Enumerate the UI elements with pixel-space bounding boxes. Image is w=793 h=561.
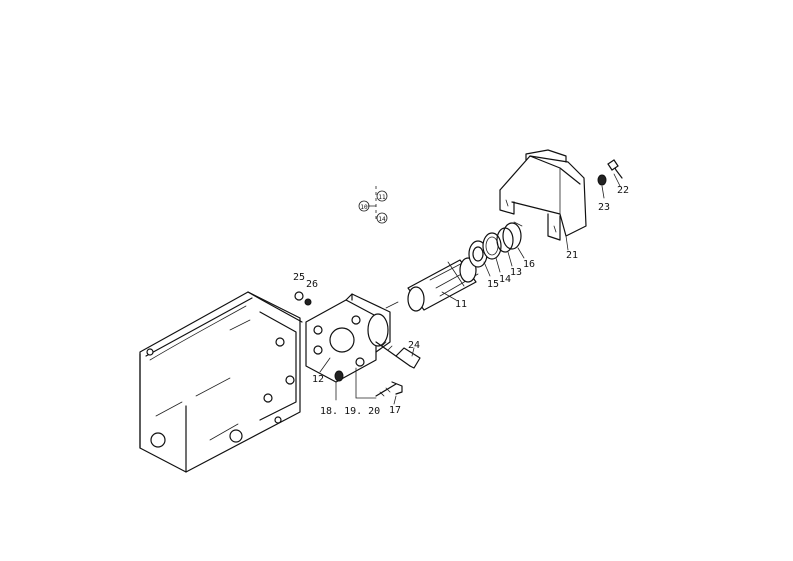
callout-14: 14 (499, 274, 511, 285)
snap-ring-16 (502, 221, 523, 250)
callout-17: 17 (389, 405, 401, 416)
circled-reference-group (358, 186, 388, 224)
callout-21: 21 (566, 250, 578, 261)
circled-ref-top: 11 (378, 194, 386, 201)
bolt-17 (355, 367, 403, 399)
callout-12: 12 (312, 374, 324, 385)
callout-13: 13 (510, 267, 522, 278)
housing-bolt-hole (274, 416, 282, 424)
callout-24: 24 (408, 340, 420, 351)
bolt-22 (607, 159, 623, 179)
circled-ref-bottom: 14 (378, 216, 386, 223)
washer-26 (304, 298, 312, 306)
callout-16: 16 (523, 259, 535, 270)
callout-22: 22 (617, 185, 629, 196)
housing-bolt-hole (229, 429, 243, 443)
washer-23 (597, 174, 607, 186)
housing-bolt-hole (146, 348, 154, 356)
housing-bolt-hole (285, 375, 295, 385)
transmission-housing (139, 291, 303, 473)
pto-guard-cover (499, 149, 587, 241)
callout-18-19-20: 18. 19. 20 (320, 406, 380, 417)
dowel-pin (334, 370, 344, 382)
callout-25: 25 (293, 272, 305, 283)
washer-25 (294, 291, 304, 301)
callout-15: 15 (487, 279, 499, 290)
callout-23: 23 (598, 202, 610, 213)
circled-ref-left: 10 (360, 204, 368, 211)
callout-11: 11 (455, 299, 467, 310)
housing-bolt-hole (150, 432, 166, 448)
leader-lines (319, 173, 621, 405)
bolt-24 (375, 341, 421, 369)
housing-bolt-hole (263, 393, 273, 403)
callout-26: 26 (306, 279, 318, 290)
adapter-flange (305, 293, 391, 401)
housing-bolt-hole (275, 337, 285, 347)
